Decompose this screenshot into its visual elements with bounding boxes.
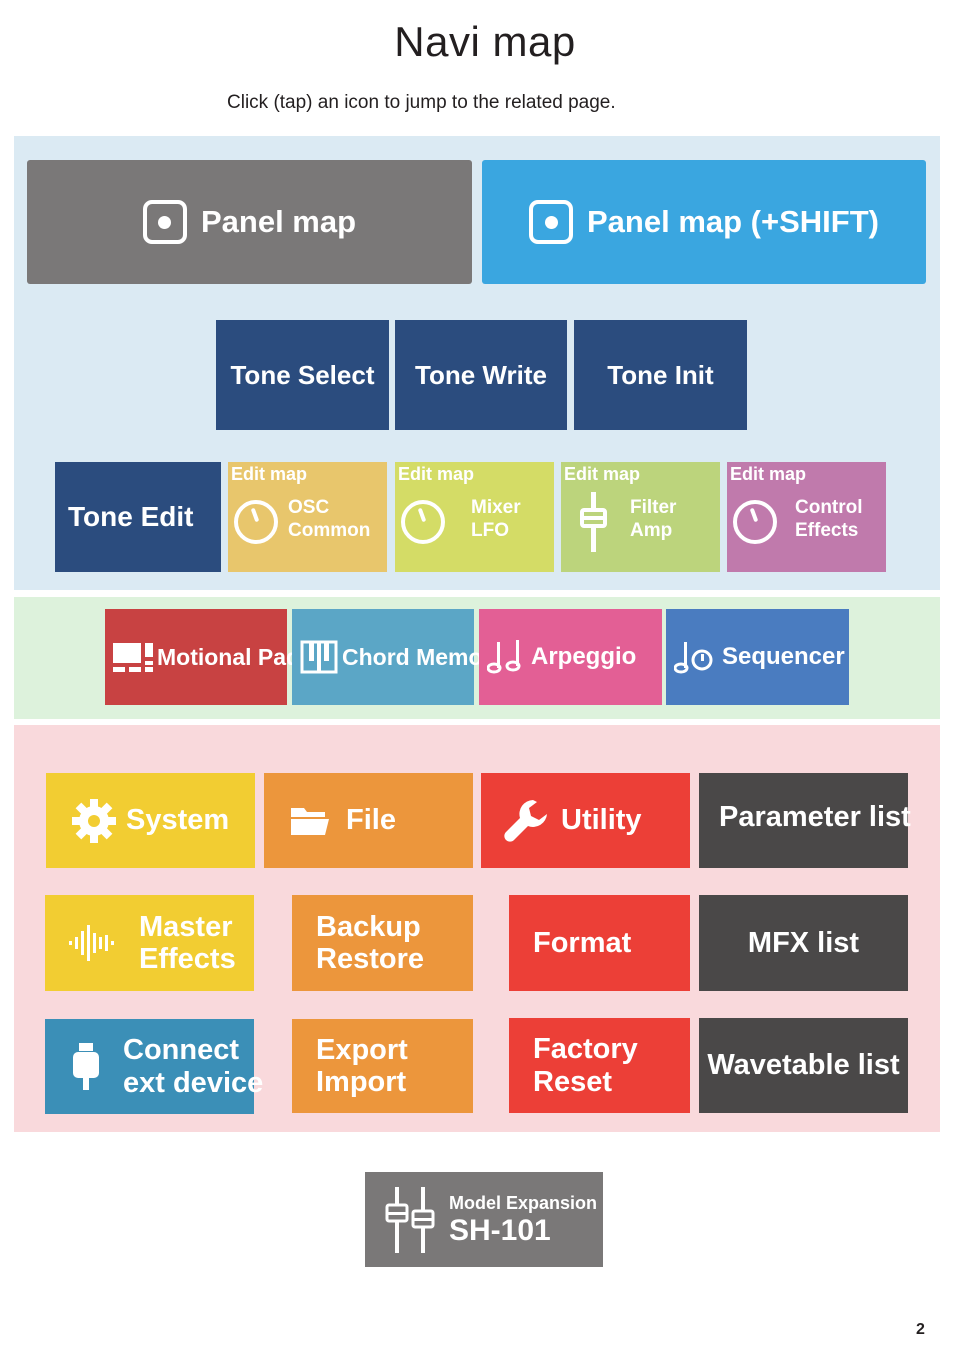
system-label: System [126, 804, 230, 836]
sequencer-label: Sequencer [722, 643, 845, 670]
parameter-list-label: Parameter list [719, 801, 911, 833]
folder-icon [290, 805, 330, 837]
system-button[interactable]: System [46, 773, 255, 868]
parameter-list-button[interactable]: Parameter list [699, 773, 911, 868]
keyboard-icon [300, 640, 338, 674]
slider-icon [579, 492, 609, 557]
motional-pad-label: Motional Pad [157, 643, 301, 670]
arpeggio-button[interactable]: Arpeggio [479, 609, 662, 705]
tone-write-label: Tone Write [415, 359, 547, 390]
fader-icon [385, 1186, 435, 1253]
file-label: File [346, 804, 396, 836]
file-button[interactable]: File [264, 773, 473, 868]
knob-icon [401, 500, 445, 544]
panel-knob-icon [142, 200, 187, 244]
edit-map-header: Edit map [398, 464, 475, 484]
mfx-list-label: MFX list [747, 926, 860, 959]
chord-memory-label: Chord Memory [342, 643, 505, 670]
wrench-icon [503, 798, 549, 844]
page-title: Navi map [394, 18, 576, 65]
format-button[interactable]: Format [509, 895, 690, 991]
tone-edit-button[interactable]: Tone Edit [55, 462, 221, 572]
panel-map-label: Panel map [200, 204, 357, 239]
edit-map-header: Edit map [231, 464, 308, 484]
motional-pad-button[interactable]: Motional Pad [105, 609, 300, 705]
tone-init-label: Tone Init [607, 359, 714, 390]
page-subtitle: Click (tap) an icon to jump to the relat… [227, 92, 616, 113]
notes-icon [487, 640, 523, 674]
gear-icon [72, 798, 116, 843]
waveform-icon [67, 925, 115, 961]
panel-map-shift-button[interactable]: Panel map (+SHIFT) [482, 160, 926, 284]
tone-select-button[interactable]: Tone Select [216, 320, 389, 430]
motional-pad-icon [113, 641, 153, 673]
model-name: SH-101 [449, 1213, 551, 1247]
model-expansion-button[interactable]: Model Expansion SH-101 [365, 1172, 603, 1267]
panel-map-button[interactable]: Panel map [27, 160, 472, 284]
tone-select-label: Tone Select [230, 359, 375, 390]
utility-button[interactable]: Utility [481, 773, 690, 868]
edit-map-header: Edit map [730, 464, 807, 484]
panel-knob-icon [529, 200, 573, 244]
sequencer-icon [674, 640, 714, 674]
mfx-list-button[interactable]: MFX list [699, 895, 908, 991]
knob-icon [733, 500, 777, 544]
page-number: 2 [916, 1321, 925, 1338]
tone-edit-label: Tone Edit [68, 501, 194, 532]
wavetable-list-button[interactable]: Wavetable list [699, 1018, 908, 1113]
utility-label: Utility [561, 804, 642, 836]
chord-memory-button[interactable]: Chord Memory [292, 609, 504, 705]
panel-map-shift-label: Panel map (+SHIFT) [587, 204, 879, 239]
tone-write-button[interactable]: Tone Write [395, 320, 567, 430]
wavetable-list-label: Wavetable list [707, 1049, 900, 1081]
format-label: Format [533, 926, 632, 959]
edit-map-header: Edit map [564, 464, 641, 484]
model-expansion-label: Model Expansion [449, 1192, 598, 1213]
sequencer-button[interactable]: Sequencer [666, 609, 849, 705]
arpeggio-label: Arpeggio [531, 643, 637, 670]
model-expansion-text: Model Expansion SH-101 [449, 1193, 597, 1247]
usb-plug-icon [71, 1042, 101, 1091]
tone-init-button[interactable]: Tone Init [574, 320, 747, 430]
knob-icon [234, 500, 278, 544]
